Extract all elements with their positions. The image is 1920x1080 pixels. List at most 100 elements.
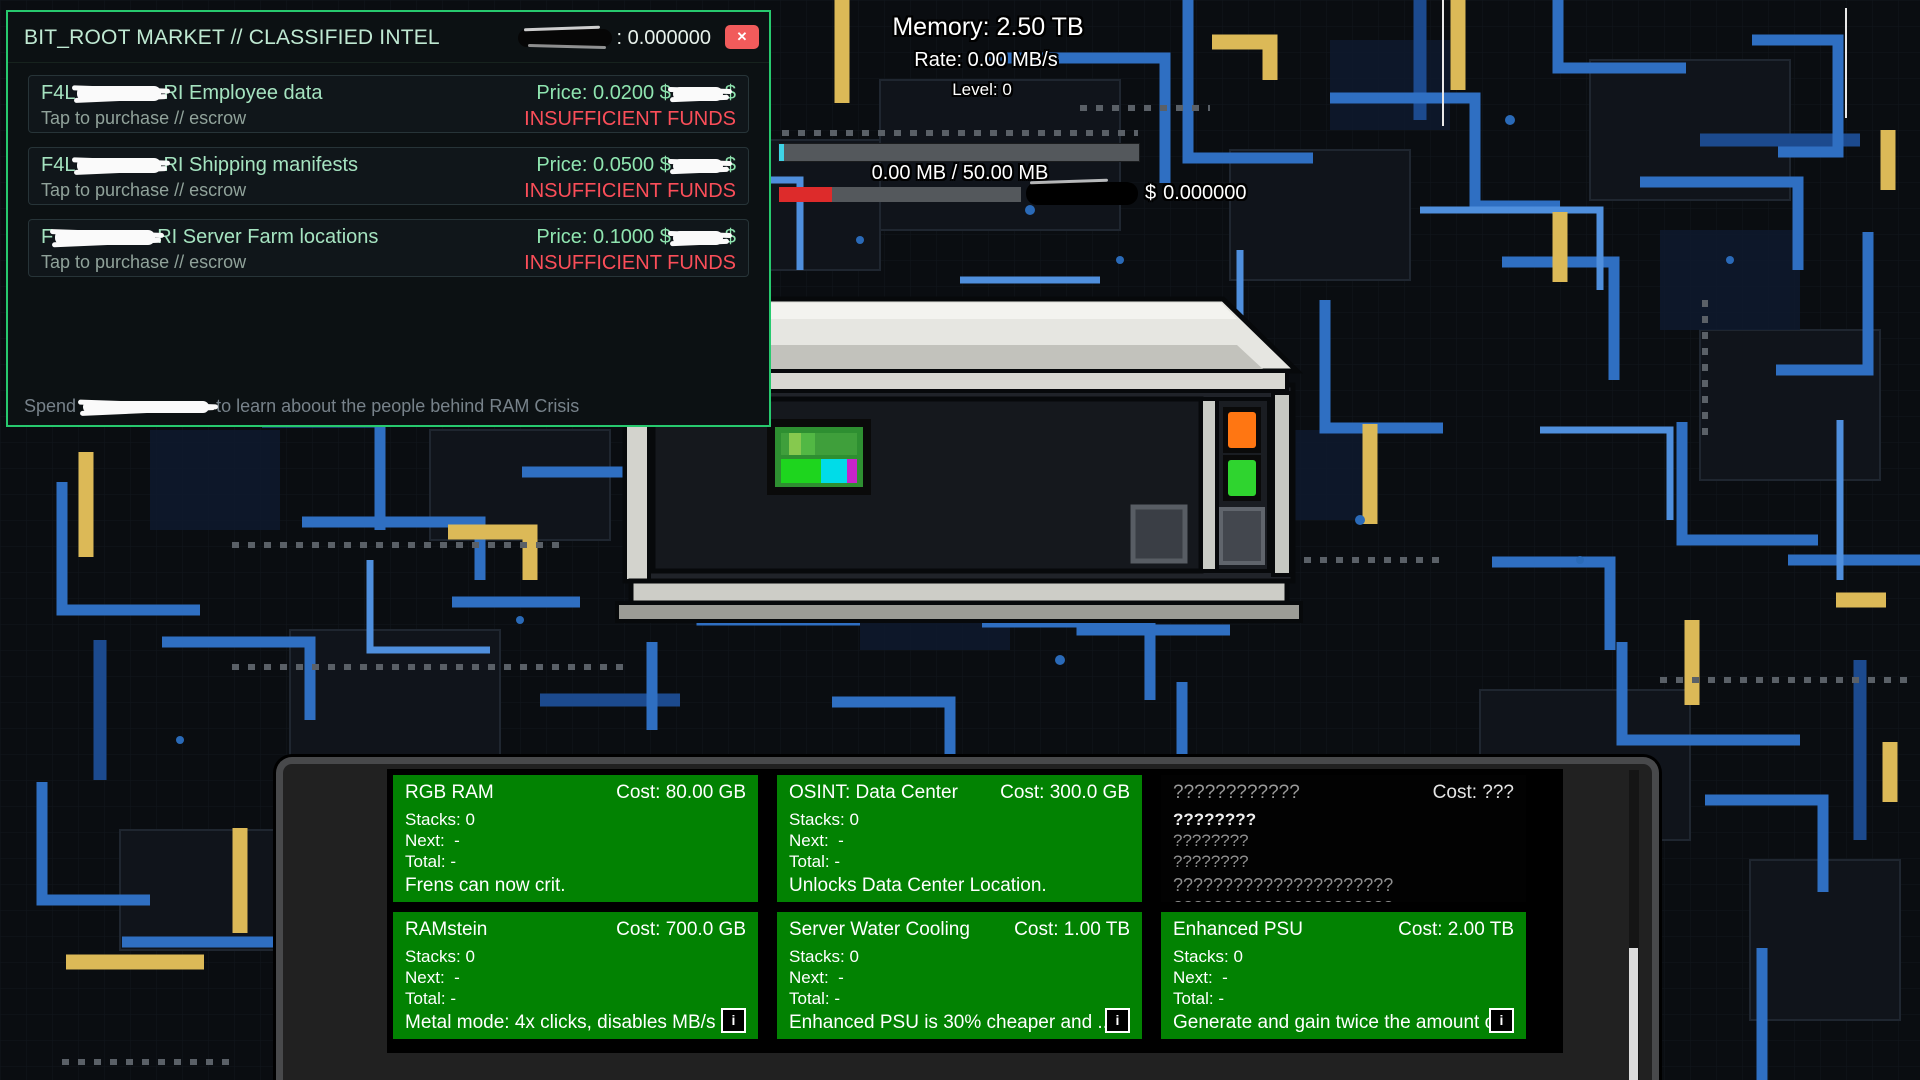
upgrade-name: Enhanced PSU [1173, 919, 1303, 940]
upgrade-total: Total: - [405, 852, 457, 871]
upgrade-description: Metal mode: 4x clicks, disables MB/s .. … [405, 1008, 746, 1034]
upgrade-next: ???????? [1173, 831, 1249, 850]
upgrade-card-header: Server Water Cooling Cost: 1.00 TB [789, 919, 1130, 941]
upgrade-card[interactable]: Server Water Cooling Cost: 1.00 TB Stack… [777, 912, 1142, 1039]
redacted-prefix [55, 230, 156, 246]
upgrade-card-header: RGB RAM Cost: 80.00 GB [405, 782, 746, 804]
market-item-price: Price: 0.0200 $$ [524, 82, 736, 105]
currency-symbol-left: $ [659, 82, 671, 104]
shop-scrollbar-track[interactable] [1629, 770, 1639, 1080]
market-item-title: Employee data [183, 82, 323, 104]
info-icon[interactable]: i [1105, 1008, 1130, 1033]
market-header: BIT_ROOT MARKET // CLASSIFIED INTEL : 0.… [8, 12, 769, 63]
upgrade-name: RAMstein [405, 919, 488, 940]
upgrade-card-header: OSINT: Data Center Cost: 300.0 GB [789, 782, 1130, 804]
market-balance-value: : 0.000000 [616, 27, 711, 49]
market-footer-post: to learn aboout the people behind RAM Cr… [216, 396, 580, 416]
upgrade-description: Frens can now crit. [405, 875, 746, 897]
upgrade-description-text: Frens can now crit. [405, 875, 566, 896]
upgrade-description-text: Unlocks Data Center Location. [789, 875, 1047, 896]
market-item-pricing: Price: 0.0500 $$ INSUFFICIENT FUNDS [524, 154, 736, 202]
market-balance: : 0.000000 [518, 27, 711, 50]
upgrade-description-line2: ?????????????????????? [1173, 899, 1514, 903]
upgrade-card[interactable]: RAMstein Cost: 700.0 GB Stacks: 0 Next: … [393, 912, 758, 1039]
upgrade-card-header: Enhanced PSU Cost: 2.00 TB [1173, 919, 1514, 941]
upgrade-stacks: ???????? [1173, 810, 1257, 829]
memory-rate: Rate: 0.00 MB/s [914, 49, 1058, 71]
currency-symbol-left: $ [659, 226, 671, 248]
upgrade-card[interactable]: ???????????? Cost: ??? ???????? ????????… [1161, 775, 1526, 902]
upgrade-next: Next: - [405, 831, 460, 850]
market-item-list: F4L RI Employee data Tap to purchase // e… [8, 75, 769, 277]
upgrade-cost: Cost: ??? [1432, 782, 1514, 803]
upgrade-card-header: RAMstein Cost: 700.0 GB [405, 919, 746, 941]
memory-total: Memory: 2.50 TB [892, 13, 1084, 41]
upgrade-description-text: Generate and gain twice the amount o [1173, 1012, 1496, 1033]
redacted-currency [672, 86, 723, 101]
market-item-title: Shipping manifests [183, 154, 359, 176]
market-item-prefix-fragment-end: RI [157, 226, 178, 248]
upgrade-cost: Cost: 300.0 GB [1000, 782, 1130, 803]
insufficient-funds-status: INSUFFICIENT FUNDS [524, 108, 736, 130]
upgrade-description: Unlocks Data Center Location. [789, 875, 1130, 897]
market-item-prefix-fragment-end: RI [163, 82, 184, 104]
market-item-subtitle: Tap to purchase // escrow [41, 252, 247, 272]
info-icon[interactable]: i [721, 1008, 746, 1033]
market-item-prefix-fragment: F4L [41, 82, 76, 104]
price-text: Price: 0.0500 [536, 154, 660, 176]
redacted-prefix [77, 86, 162, 102]
upgrade-stacks: Stacks: 0 [1173, 947, 1243, 966]
upgrade-card[interactable]: Enhanced PSU Cost: 2.00 TB Stacks: 0 Nex… [1161, 912, 1526, 1039]
upgrade-card[interactable]: RGB RAM Cost: 80.00 GB Stacks: 0 Next: -… [393, 775, 758, 902]
upgrade-next: Next: - [1173, 968, 1228, 987]
upgrade-description: Enhanced PSU is 30% cheaper and .. i [789, 1008, 1130, 1034]
insufficient-funds-status: INSUFFICIENT FUNDS [524, 252, 736, 274]
upgrade-name: ???????????? [1173, 782, 1300, 803]
upgrade-total: Total: - [789, 989, 841, 1008]
upgrade-total: Total: - [1173, 989, 1225, 1008]
market-item-prefix-fragment: F4L [41, 154, 76, 176]
market-item-subtitle: Tap to purchase // escrow [41, 180, 247, 200]
upgrade-stacks: Stacks: 0 [789, 947, 859, 966]
upgrade-name: OSINT: Data Center [789, 782, 958, 803]
memory-progress-bar [779, 144, 1139, 161]
wallet-value: 0.000000 [1163, 182, 1247, 204]
redacted-currency [672, 158, 723, 173]
upgrade-next: Next: - [789, 831, 844, 850]
market-item-price: Price: 0.1000 $$ [524, 226, 736, 249]
upgrade-shop-panel: RGB RAM Cost: 80.00 GB Stacks: 0 Next: -… [276, 757, 1659, 1080]
market-item-name: F4L RI Employee data [41, 82, 322, 105]
upgrade-description: Generate and gain twice the amount o i [1173, 1008, 1514, 1034]
price-text: Price: 0.0200 [536, 82, 660, 104]
upgrade-total: Total: - [405, 989, 457, 1008]
info-icon[interactable]: i [1489, 1008, 1514, 1033]
secondary-progress-bar [779, 187, 1021, 202]
upgrade-grid: RGB RAM Cost: 80.00 GB Stacks: 0 Next: -… [387, 769, 1563, 1053]
market-footer: Spend to learn aboout the people behind … [24, 396, 579, 417]
market-panel: BIT_ROOT MARKET // CLASSIFIED INTEL : 0.… [6, 10, 771, 427]
player-level: Level: 0 [952, 80, 1012, 99]
market-footer-pre: Spend [24, 396, 77, 416]
upgrade-stacks: Stacks: 0 [789, 810, 859, 829]
upgrade-total: ???????? [1173, 852, 1249, 871]
upgrade-description-text: Metal mode: 4x clicks, disables MB/s .. [405, 1012, 732, 1033]
redacted-currency [672, 230, 723, 245]
upgrade-cost: Cost: 700.0 GB [616, 919, 746, 940]
redacted-prefix [77, 158, 162, 174]
upgrade-description-text: Enhanced PSU is 30% cheaper and .. [789, 1012, 1108, 1033]
shop-scrollbar-thumb[interactable] [1629, 948, 1638, 1080]
redacted-currency-name [1026, 182, 1138, 205]
upgrade-description-text: ?????????????????????? [1173, 875, 1394, 895]
upgrade-card-header: ???????????? Cost: ??? [1173, 782, 1514, 804]
redacted-footer-currency [83, 401, 210, 414]
upgrade-card[interactable]: OSINT: Data Center Cost: 300.0 GB Stacks… [777, 775, 1142, 902]
upgrade-stacks: Stacks: 0 [405, 947, 475, 966]
close-icon[interactable]: ✕ [725, 25, 759, 49]
